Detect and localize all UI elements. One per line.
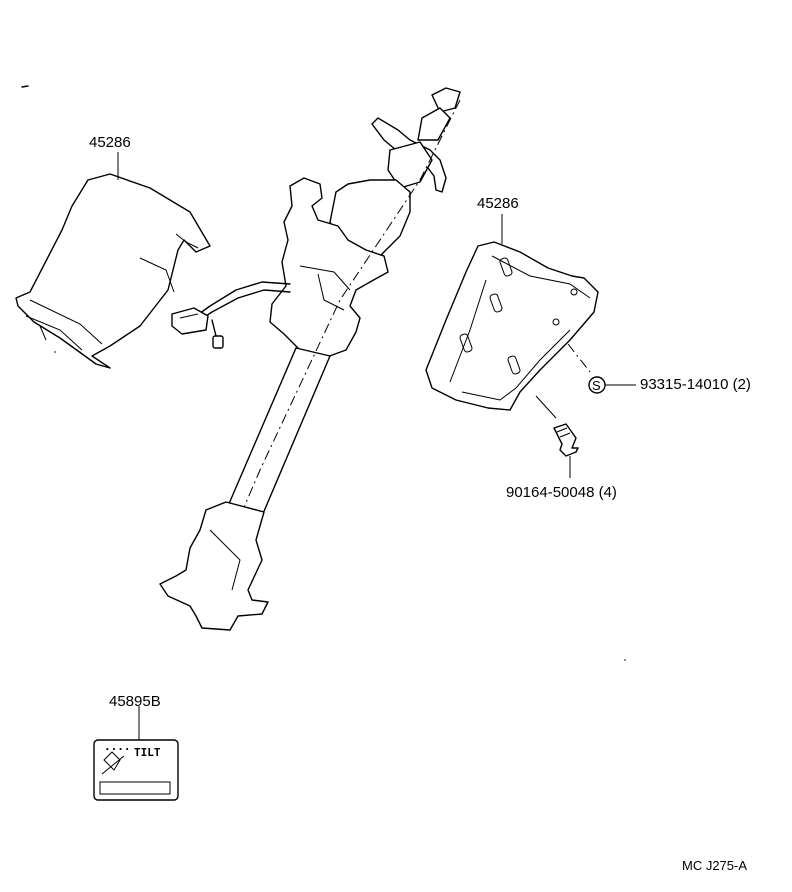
steering-column [159, 87, 461, 631]
svg-text:....: .... [104, 740, 131, 753]
upper-cover-part [15, 152, 211, 369]
nut-symbol: S [592, 378, 601, 393]
nut-part: S [588, 376, 636, 394]
screw-part [553, 423, 579, 478]
plate-text: TILT [134, 746, 161, 759]
label-screw-part: 90164-50048 (4) [506, 484, 617, 501]
stray-mark [21, 85, 29, 88]
diagram-code: MC J275-A [682, 858, 747, 873]
label-plate: 45895B [109, 693, 161, 710]
label-lower-cover: 45286 [477, 195, 519, 212]
label-upper-cover: 45286 [89, 134, 131, 151]
wire-harness [171, 281, 291, 349]
label-nut-part: 93315-14010 (2) [640, 376, 751, 393]
label-plate-part: .... TILT [93, 706, 179, 801]
lower-cover-part [425, 214, 599, 419]
